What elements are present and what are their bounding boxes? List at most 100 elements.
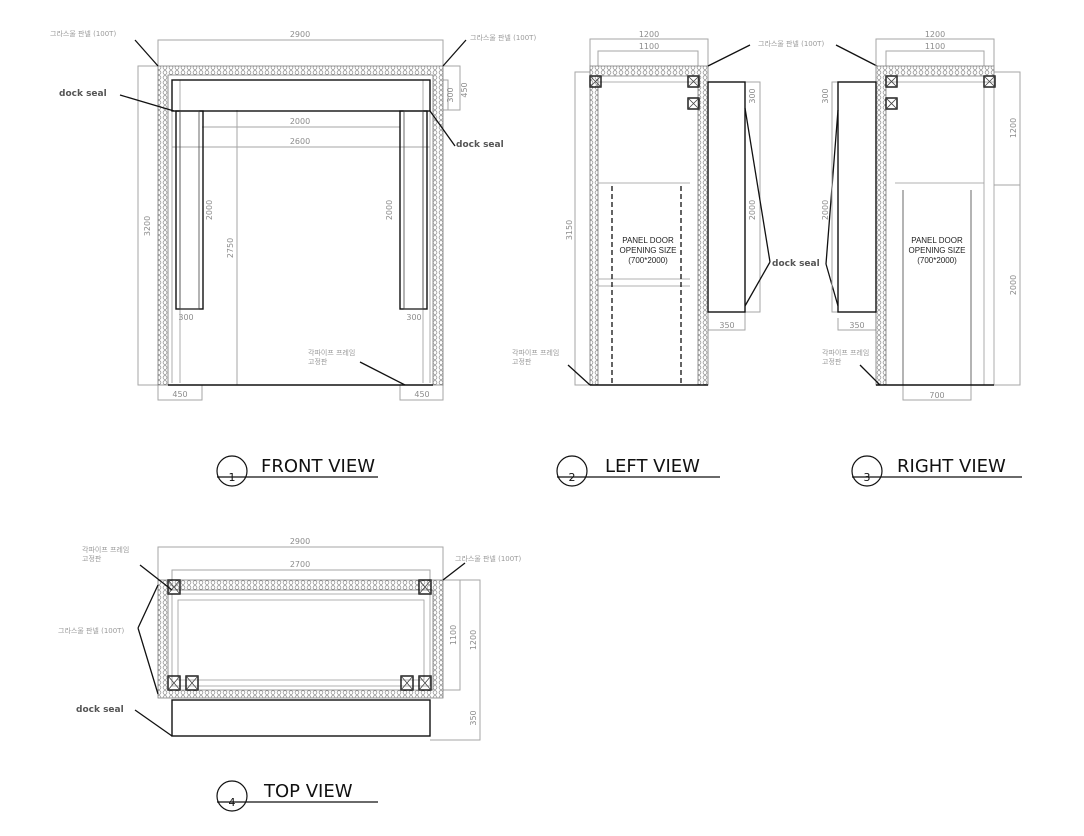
right-dim-seal-w: 350 bbox=[849, 321, 864, 330]
right-dim-inner: 1100 bbox=[925, 42, 945, 51]
top-panel-label-right: 그라스울 판넬 (100T) bbox=[455, 554, 521, 563]
front-left-seal-inner bbox=[179, 110, 200, 310]
view-title-left: 2 LEFT VIEW bbox=[556, 455, 720, 487]
left-corner-box-1 bbox=[589, 75, 602, 88]
right-door-text-2: OPENING SIZE bbox=[909, 246, 966, 255]
left-dim-seal-w: 350 bbox=[719, 321, 734, 330]
right-dim-seal-h: 2000 bbox=[821, 200, 830, 220]
right-panel-wall bbox=[875, 65, 995, 386]
left-corner-box-3 bbox=[687, 97, 700, 110]
front-pipe-label-2: 고정판 bbox=[308, 357, 328, 366]
left-dim-height-line bbox=[574, 71, 590, 386]
right-dim-seal-line bbox=[831, 81, 838, 313]
left-panel-wall bbox=[589, 65, 709, 386]
right-view: 1200 1100 300 2000 1200 2000 350 700 PAN… bbox=[821, 30, 1021, 401]
front-dim-width: 2900 bbox=[290, 30, 310, 39]
top-box-6 bbox=[418, 675, 432, 691]
left-dim-seal-h: 2000 bbox=[748, 200, 757, 220]
right-pipe-label-2: 고정판 bbox=[822, 357, 842, 366]
right-dim-side-h: 1200 bbox=[1009, 118, 1018, 138]
shared-panel-label: 그라스울 판넬 (100T) bbox=[758, 39, 824, 48]
front-dim-inner-w: 2000 bbox=[290, 117, 310, 126]
left-dim-inner: 1100 bbox=[639, 42, 659, 51]
right-frame-lines bbox=[886, 66, 995, 385]
top-box-x-3 bbox=[167, 675, 181, 691]
top-panel-label-left: 그라스울 판넬 (100T) bbox=[58, 626, 124, 635]
front-title: FRONT VIEW bbox=[261, 456, 375, 477]
top-dim-inner: 2700 bbox=[290, 560, 310, 569]
left-door-text-1: PANEL DOOR bbox=[622, 236, 674, 245]
top-pipe-label-1: 각파이프 프레임 bbox=[82, 545, 129, 554]
right-dim-door-w-line bbox=[902, 385, 972, 401]
top-box-5 bbox=[400, 675, 414, 691]
top-box-4 bbox=[185, 675, 199, 691]
left-title-number: 2 bbox=[569, 471, 576, 484]
right-dim-outer: 1200 bbox=[925, 30, 945, 39]
right-dim-outer-line bbox=[875, 38, 995, 66]
left-leader-pipe bbox=[567, 364, 591, 386]
front-leader-panel-right bbox=[442, 39, 467, 67]
front-dim-left-w: 300 bbox=[178, 313, 193, 322]
left-seal-block bbox=[707, 81, 746, 313]
left-dim-outer-line bbox=[589, 38, 709, 66]
left-pipe-label-1: 각파이프 프레임 bbox=[512, 348, 559, 357]
top-leader-pipe bbox=[139, 564, 173, 591]
view-title-front: 1 FRONT VIEW bbox=[216, 455, 378, 487]
front-dim-top-line bbox=[443, 65, 461, 111]
front-dim-left-h: 2000 bbox=[205, 200, 214, 220]
left-title: LEFT VIEW bbox=[605, 456, 700, 477]
top-title-circle bbox=[216, 780, 248, 812]
front-right-seal-inner bbox=[403, 110, 424, 310]
left-dim-seal-top: 300 bbox=[748, 88, 757, 103]
left-corner-x-1 bbox=[589, 75, 602, 88]
top-leader-panel-left bbox=[137, 584, 159, 695]
right-title: RIGHT VIEW bbox=[897, 456, 1006, 477]
view-title-right: 3 RIGHT VIEW bbox=[851, 455, 1022, 487]
left-leader-panel bbox=[707, 44, 751, 67]
right-dim-side-line bbox=[994, 71, 1021, 386]
left-pipe-label-2: 고정판 bbox=[512, 357, 532, 366]
right-corner-x-1 bbox=[885, 75, 898, 88]
view-title-top: 4 TOP VIEW bbox=[216, 780, 378, 812]
front-dim-height: 3200 bbox=[143, 216, 152, 236]
left-corner-x-2 bbox=[687, 75, 700, 88]
top-view: 2900 2700 1100 1200 350 각파이프 프레임 고정 bbox=[58, 537, 521, 741]
top-panel-wall bbox=[157, 579, 444, 699]
right-title-circle bbox=[851, 455, 883, 487]
front-view: 2900 3200 300 450 2000 2600 2750 2000 20… bbox=[50, 29, 536, 401]
right-dim-door-h: 2000 bbox=[1009, 275, 1018, 295]
top-box-2 bbox=[418, 579, 432, 595]
front-dim-base-right: 450 bbox=[414, 390, 429, 399]
front-pipe-label-1: 각파이프 프레임 bbox=[308, 348, 355, 357]
right-dim-door-w: 700 bbox=[929, 391, 944, 400]
top-box-x-6 bbox=[418, 675, 432, 691]
top-box-x-4 bbox=[185, 675, 199, 691]
left-frame-lines bbox=[598, 81, 698, 287]
top-box-x-2 bbox=[418, 579, 432, 595]
front-dim-base-left: 450 bbox=[172, 390, 187, 399]
front-dim-right-h: 2000 bbox=[385, 200, 394, 220]
top-title-number: 4 bbox=[229, 796, 236, 809]
left-corner-box-2 bbox=[687, 75, 700, 88]
front-title-circle bbox=[216, 455, 248, 487]
front-leader-seal-left bbox=[119, 94, 175, 112]
front-dim-width-line bbox=[157, 39, 444, 66]
top-frame-lines bbox=[171, 593, 431, 687]
top-box-3 bbox=[167, 675, 181, 691]
top-dock-seal-block bbox=[171, 699, 431, 737]
left-door-hidden-lines bbox=[611, 186, 682, 385]
right-corner-x-3 bbox=[885, 97, 898, 110]
right-seal-block bbox=[837, 81, 877, 313]
top-leader-panel-right bbox=[442, 562, 466, 581]
right-door-lines bbox=[902, 190, 972, 385]
front-dim-clear-h: 2750 bbox=[226, 238, 235, 258]
front-panel-label-left: 그라스울 판넬 (100T) bbox=[50, 29, 116, 38]
front-dim-base-right-line bbox=[399, 385, 444, 401]
top-dim-inner-line bbox=[171, 569, 431, 580]
top-dim-outer: 2900 bbox=[290, 537, 310, 546]
top-dim-depth-line bbox=[430, 579, 481, 741]
front-top-seal bbox=[171, 79, 431, 112]
front-dim-top-seal: 450 bbox=[460, 82, 469, 97]
top-dim-depth-in: 1100 bbox=[449, 625, 458, 645]
front-panel-label-right: 그라스울 판넬 (100T) bbox=[470, 33, 536, 42]
